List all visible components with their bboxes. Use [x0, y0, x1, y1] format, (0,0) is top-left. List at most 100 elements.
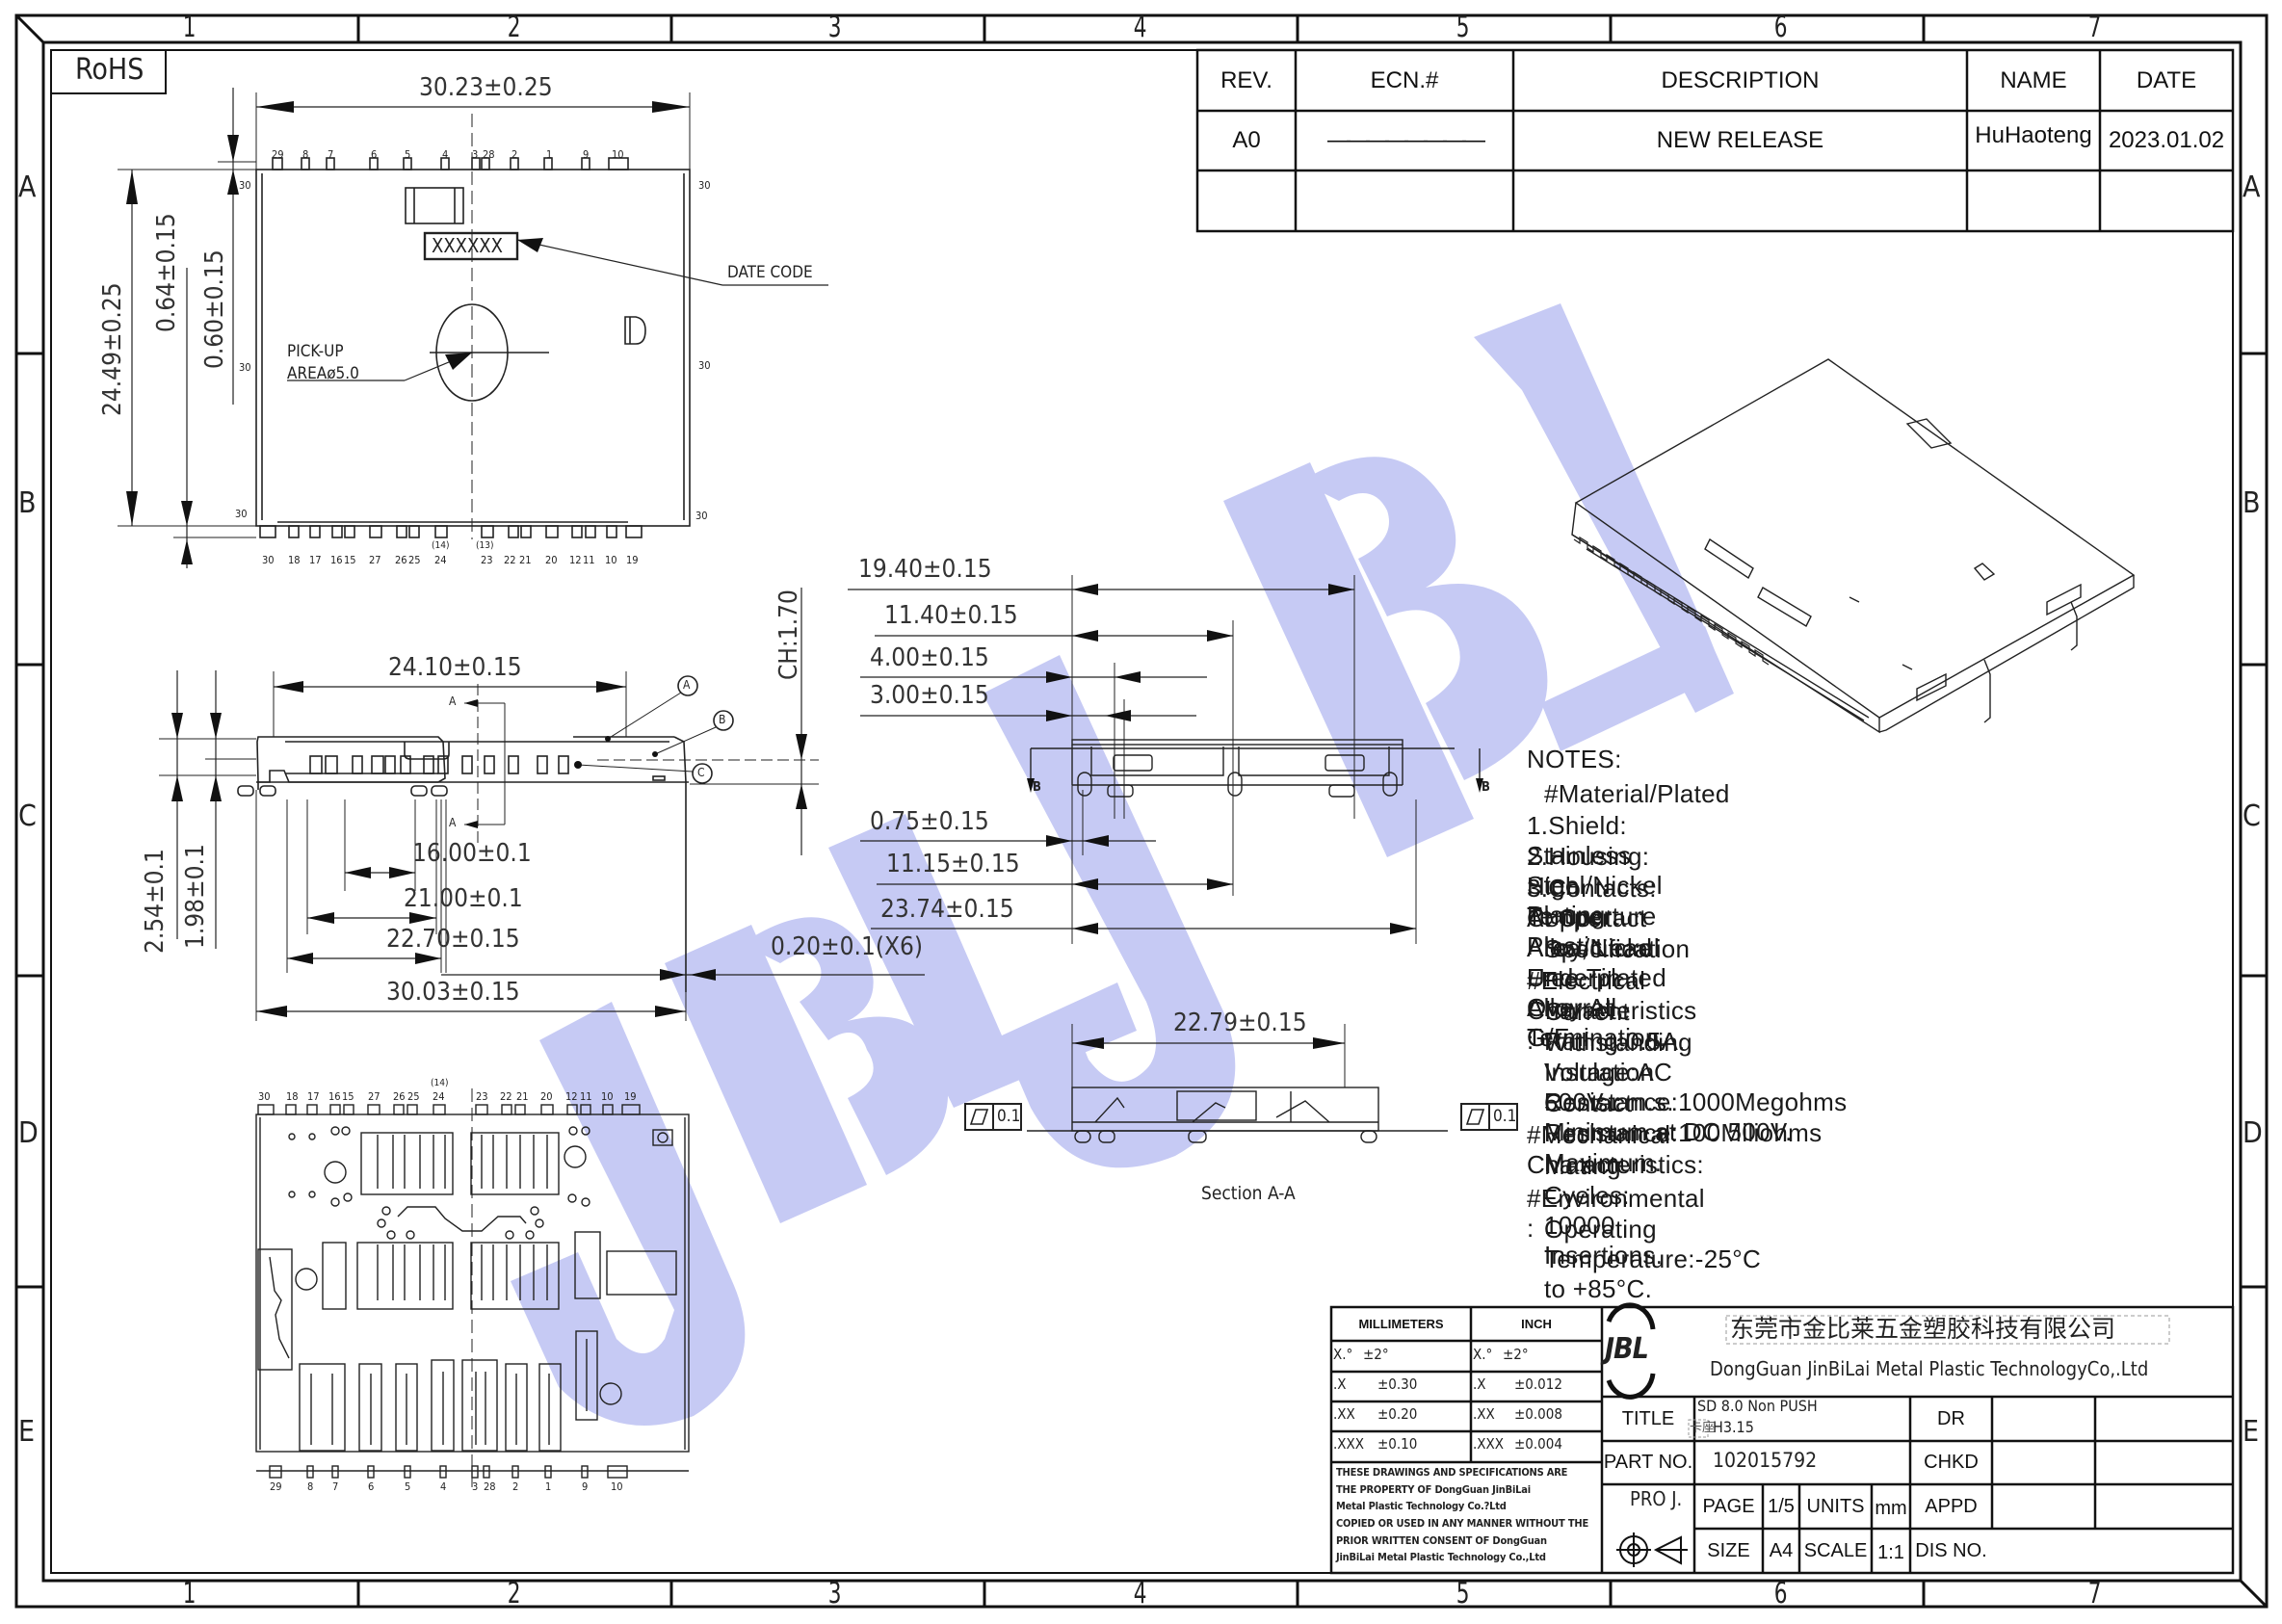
notes-line: #Mechanical Characteristics:: [1527, 1120, 1704, 1179]
top-pin-label: 4: [442, 148, 449, 161]
zone-row-c-left: C: [18, 799, 37, 833]
top-pin-label: 8: [302, 148, 309, 161]
ecn-value: ————————: [1327, 127, 1485, 153]
bv-top-pin-label: 12: [565, 1090, 578, 1103]
disclaimer-line: JinBiLai Metal Plastic Technology Co.,Lt…: [1336, 1551, 1546, 1563]
date-code-label: DATE CODE: [727, 263, 813, 282]
bv-top-pin-note: (14): [431, 1078, 449, 1088]
front-dim-400: 4.00±0.15: [870, 643, 989, 672]
bottom-pin-label: 24: [434, 554, 447, 566]
company-name-cn: 东莞市金比莱五金塑胶科技有限公司: [1730, 1315, 2116, 1343]
tol-mm-val: ±0.20: [1377, 1405, 1418, 1423]
notes-line: Insulation Resistance:1000Megohms Minimu…: [1544, 1058, 1848, 1146]
tol-mm-key: .XXX: [1333, 1435, 1365, 1453]
section-marker-b-left: B: [1033, 780, 1041, 795]
date-header: DATE: [2136, 66, 2197, 93]
side-dim-2410: 24.10±0.15: [388, 653, 522, 682]
pickup-label-2: AREAø5.0: [287, 364, 359, 383]
top-pin-label: 29: [272, 148, 284, 161]
bottom-pin-label: 27: [369, 554, 381, 566]
side-pin-label: 30: [698, 179, 711, 192]
disclaimer-line: THE PROPERTY OF DongGuan JinBiLai: [1336, 1483, 1531, 1496]
notes-line: Mating Cyeles: 10000 Insertions.: [1544, 1151, 1664, 1270]
bv-top-pin-label: 17: [307, 1090, 320, 1103]
scale-label: SCALE: [1803, 1539, 1868, 1561]
side-pin-label: 30: [235, 508, 248, 520]
front-dim-1115: 11.15±0.15: [886, 850, 1020, 878]
zone-row-d-right: D: [2243, 1116, 2263, 1150]
bottom-pin-label: 10: [605, 554, 617, 566]
bv-bottom-pin-label: 8: [307, 1480, 314, 1493]
bv-bottom-pin-label: 28: [484, 1480, 496, 1493]
bv-bottom-pin-label: 5: [405, 1480, 411, 1493]
top-pin-label: 6: [371, 148, 378, 161]
zone-col-1-top: 1: [182, 11, 197, 44]
side-pin-label: 30: [239, 179, 251, 192]
bv-top-pin-label: 21: [516, 1090, 529, 1103]
inch-header: INCH: [1521, 1317, 1552, 1331]
callout-a: A: [683, 678, 691, 692]
part-no-value: 102015792: [1713, 1449, 1818, 1472]
notes-line: Withstanding Voltage:AC 500V r.m.s.: [1544, 1028, 1692, 1116]
bv-bottom-pin-label: 4: [440, 1480, 447, 1493]
bv-bottom-pin-label: 7: [332, 1480, 339, 1493]
zone-col-2-top: 2: [507, 11, 521, 44]
top-pin-label: 7: [328, 148, 334, 161]
bv-top-pin-label: 27: [368, 1090, 380, 1103]
tol-mm-key: .XX: [1333, 1405, 1355, 1423]
notes-line: Operating Temperature:-25°C to +85°C.: [1544, 1215, 1762, 1303]
zone-col-6-bottom: 6: [1773, 1577, 1788, 1611]
company-name-en: DongGuan JinBiLai Metal Plastic Technolo…: [1710, 1357, 2149, 1380]
tol-in-val: ±0.004: [1514, 1435, 1562, 1453]
part-no-label: PART NO.: [1603, 1452, 1693, 1473]
bv-bottom-pin-label: 9: [582, 1480, 589, 1493]
top-pin-label: 5: [405, 148, 411, 161]
flatness-value-right: 0.1: [1493, 1107, 1517, 1126]
bv-top-pin-label: 22: [500, 1090, 512, 1103]
zone-col-1-bottom: 1: [182, 1577, 197, 1611]
bv-bottom-pin-label: 2: [512, 1480, 519, 1493]
section-marker-a-bottom: A: [449, 816, 457, 829]
units-value: mm: [1875, 1497, 1907, 1519]
notes-line: #Environmental :: [1527, 1184, 1705, 1243]
zone-row-e-right: E: [2243, 1415, 2260, 1449]
zone-row-a-left: A: [18, 170, 37, 204]
bv-bottom-pin-label: 10: [611, 1480, 623, 1493]
bv-top-pin-label: 16: [328, 1090, 341, 1103]
section-marker-b-right: B: [1482, 780, 1490, 795]
title-line-2: H3.15: [1713, 1418, 1754, 1436]
zone-col-7-top: 7: [2087, 11, 2102, 44]
disclaimer-line: COPIED OR USED IN ANY MANNER WITHOUT THE: [1336, 1517, 1589, 1530]
bv-bottom-pin-label: 1: [545, 1480, 552, 1493]
bv-top-pin-label: 20: [540, 1090, 553, 1103]
bv-top-pin-label: 26: [393, 1090, 406, 1103]
tol-mm-key: .X: [1333, 1375, 1347, 1393]
bottom-pin-note: (14): [432, 540, 450, 551]
dis-no-label: DIS NO.: [1915, 1539, 1987, 1561]
chkd-label: CHKD: [1924, 1452, 1979, 1473]
front-dim-1140: 11.40±0.15: [884, 601, 1018, 630]
bv-bottom-pin-label: 3: [472, 1480, 479, 1493]
rev-value: A0: [1232, 127, 1261, 153]
zone-col-5-top: 5: [1456, 11, 1470, 44]
zone-row-c-right: C: [2243, 799, 2261, 833]
bv-bottom-pin-label: 6: [368, 1480, 375, 1493]
name-value: HuHaoteng: [1975, 122, 2092, 148]
callout-b: B: [719, 713, 726, 726]
zone-col-7-bottom: 7: [2087, 1577, 2102, 1611]
top-pin-label: 1: [546, 148, 553, 161]
bv-top-pin-label: 10: [601, 1090, 614, 1103]
bv-top-pin-label: 30: [258, 1090, 271, 1103]
top-pin-label: 28: [483, 148, 495, 161]
section-marker-a-top: A: [449, 694, 457, 708]
front-dim-2374: 23.74±0.15: [880, 895, 1014, 924]
pickup-label-1: PICK-UP: [287, 342, 344, 361]
tol-mm-val: ±2°: [1363, 1346, 1389, 1363]
zone-col-2-bottom: 2: [507, 1577, 521, 1611]
front-dim-1940: 19.40±0.15: [858, 555, 992, 584]
bv-top-pin-label: 24: [433, 1090, 445, 1103]
